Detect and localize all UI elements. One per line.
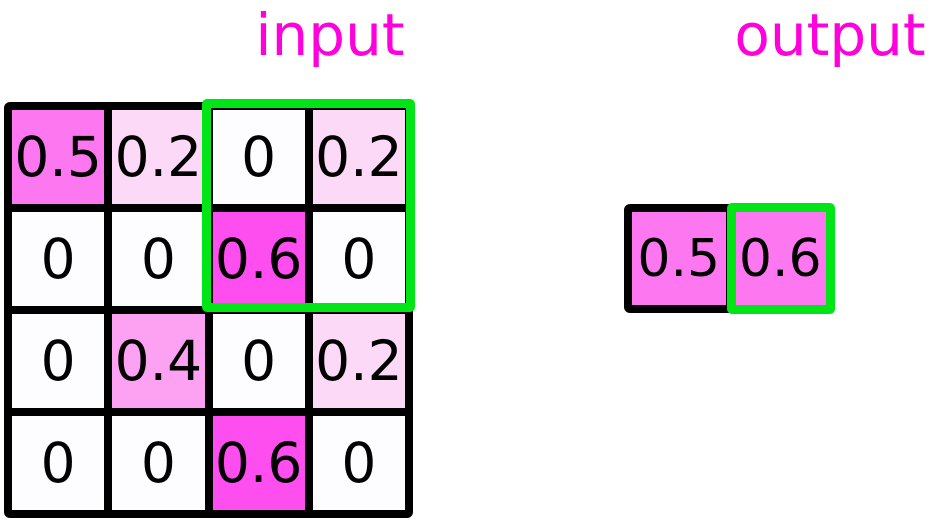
input-matrix-cell: 0	[312, 416, 405, 510]
input-matrix-cell: 0	[112, 416, 205, 510]
input-matrix-cell: 0.4	[112, 314, 205, 408]
input-matrix-cell: 0.2	[312, 314, 405, 408]
input-matrix-cell: 0	[212, 314, 305, 408]
input-matrix-cell: 0.5	[12, 110, 105, 204]
output-title: output	[734, 1, 926, 69]
input-matrix-cell: 0.6	[212, 212, 305, 306]
input-matrix-cell: 0.2	[312, 110, 405, 204]
input-matrix-cell: 0	[312, 212, 405, 306]
input-matrix-cell: 0.6	[212, 416, 305, 510]
input-title: input	[255, 1, 405, 69]
input-matrix-cell: 0	[112, 212, 205, 306]
input-matrix-cell: 0	[212, 110, 305, 204]
input-matrix-cell: 0	[12, 416, 105, 510]
input-matrix-cell: 0	[12, 314, 105, 408]
output-matrix-cell: 0.6	[733, 212, 827, 305]
input-matrix-cell: 0	[12, 212, 105, 306]
output-matrix-cell: 0.5	[632, 212, 726, 305]
input-matrix-cell: 0.2	[112, 110, 205, 204]
